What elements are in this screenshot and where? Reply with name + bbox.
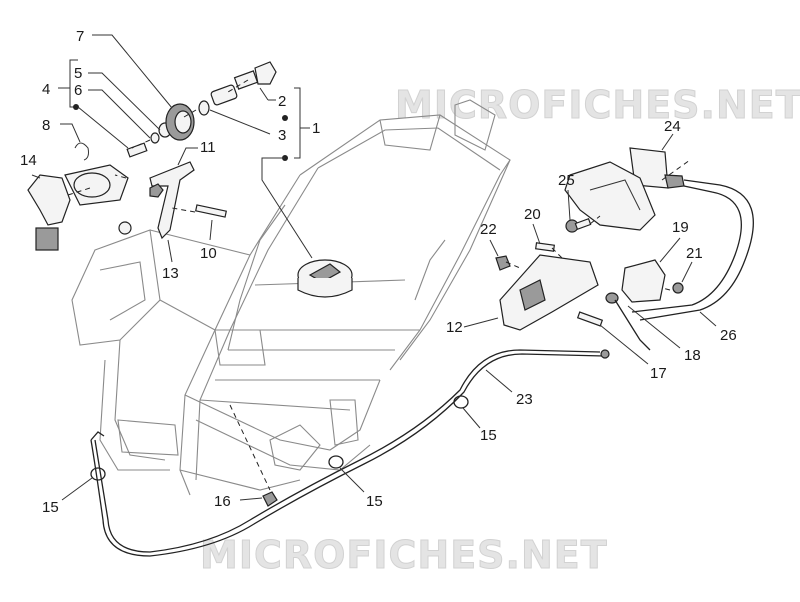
label-25: 25 — [558, 172, 575, 189]
label-24: 24 — [664, 118, 681, 135]
label-4: 4 — [42, 81, 50, 98]
part-labels: 7 5 4 6 8 14 2 1 3 11 10 13 12 22 20 25 … — [20, 28, 737, 516]
ignition-lock-group — [27, 61, 353, 298]
label-14: 14 — [20, 152, 37, 169]
label-19: 19 — [672, 219, 689, 236]
label-7: 7 — [76, 28, 84, 45]
label-15-c: 15 — [42, 499, 59, 516]
watermark-bottom: MICROFICHES.NET — [200, 533, 608, 577]
label-8: 8 — [42, 117, 50, 134]
seat-lock-group — [495, 147, 685, 331]
key-icon — [254, 61, 277, 85]
label-23: 23 — [516, 391, 533, 408]
hinge-plate-12 — [499, 254, 599, 331]
label-6: 6 — [74, 82, 82, 99]
label-1: 1 — [312, 120, 320, 137]
label-26: 26 — [720, 327, 737, 344]
label-12: 12 — [446, 319, 463, 336]
actuator-19 — [621, 259, 666, 303]
label-3: 3 — [278, 127, 286, 144]
lever-13 — [149, 161, 195, 240]
scooter-frame — [71, 99, 511, 496]
label-5: 5 — [74, 65, 82, 82]
label-21: 21 — [686, 245, 703, 262]
assembly-lines — [67, 79, 691, 491]
label-10: 10 — [200, 245, 217, 262]
bracket-14 — [27, 174, 71, 226]
label-17: 17 — [650, 365, 667, 382]
label-2: 2 — [278, 93, 286, 110]
label-13: 13 — [162, 265, 179, 282]
label-22: 22 — [480, 221, 497, 238]
label-11: 11 — [200, 139, 216, 156]
label-20: 20 — [524, 206, 541, 223]
cables — [90, 179, 754, 557]
label-15-b: 15 — [366, 493, 383, 510]
casting-bracket — [564, 161, 656, 231]
label-18: 18 — [684, 347, 701, 364]
label-16: 16 — [214, 493, 231, 510]
leader-lines — [31, 34, 717, 501]
watermark-top: MICROFICHES.NET — [395, 83, 800, 127]
label-15-a: 15 — [480, 427, 497, 444]
